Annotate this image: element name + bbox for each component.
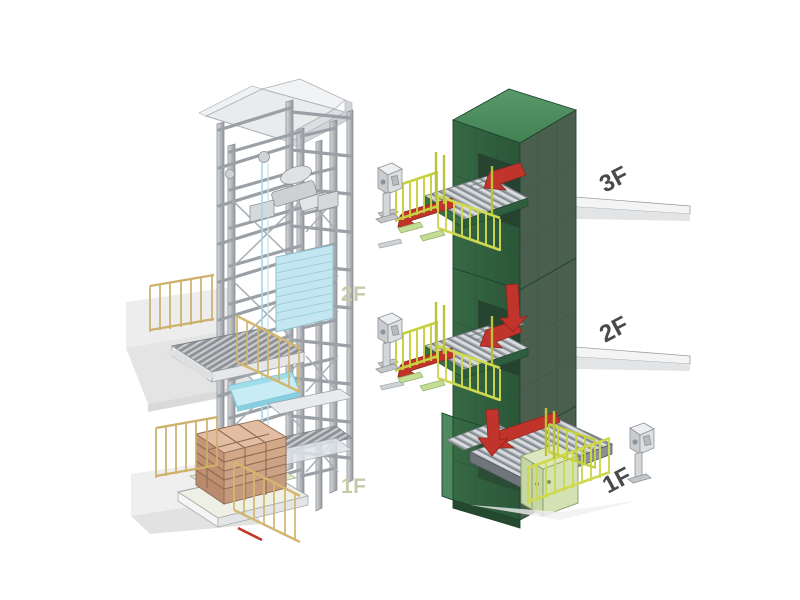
pedestal-1f	[627, 422, 655, 484]
floor-markers-3f	[397, 221, 446, 242]
right-diagram-green-lift	[375, 88, 691, 529]
pedestal-2f	[375, 312, 403, 374]
left-railing-1f-inner	[233, 460, 301, 544]
left-hoist-machinery	[225, 151, 339, 470]
left-shaft-conveyor-2f	[267, 388, 353, 415]
right-landing-2f	[375, 283, 530, 402]
left-floor-markers	[377, 238, 405, 391]
control-cabinet-1f	[519, 443, 580, 517]
left-railing-2f-inner	[236, 314, 301, 394]
left-railing-2f-outer	[149, 273, 215, 332]
left-cargo-boxes	[194, 419, 288, 505]
floor-label-left-2f: 2F	[341, 283, 367, 306]
railing-3f-front	[437, 194, 501, 252]
floor-label-left-1f: 1F	[341, 475, 367, 498]
railing-1f-back	[548, 422, 597, 470]
flow-arrow-1f	[477, 408, 561, 457]
right-landing-3f	[375, 152, 530, 252]
railing-2f-front	[437, 344, 501, 402]
floor-markers-2f	[397, 371, 446, 392]
pedestal-3f	[375, 162, 403, 224]
left-diagram-frame-lift	[126, 78, 405, 544]
right-landing-1f	[445, 408, 655, 520]
railing-3f-left	[395, 170, 439, 222]
railing-1f-front	[527, 436, 611, 504]
railing-2f-left	[395, 320, 439, 372]
left-roller-shutter-door	[275, 244, 334, 333]
left-railing-1f-outer	[155, 415, 219, 478]
